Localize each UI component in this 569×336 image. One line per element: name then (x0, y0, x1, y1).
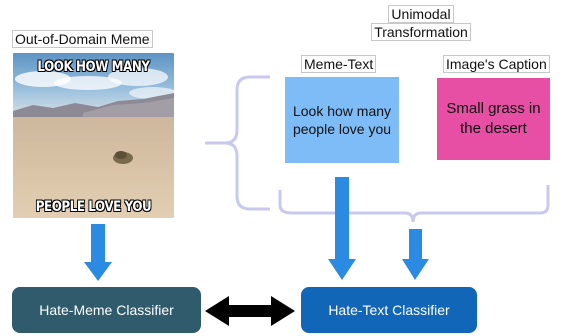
arrow-caption-to-classifier (402, 229, 429, 280)
hate-meme-classifier: Hate-Meme Classifier (12, 287, 201, 333)
meme-top-text: LOOK HOW MANY (37, 59, 150, 75)
bottom-brace (278, 185, 550, 223)
meme-text-card: Look how many people love you (285, 77, 399, 163)
meme-text-heading: Meme-Text (301, 55, 377, 73)
meme-text-card-label: Look how many people love you (292, 103, 392, 137)
hate-text-classifier: Hate-Text Classifier (301, 287, 477, 333)
left-brace (205, 75, 270, 211)
meme-title: Out-of-Domain Meme (12, 30, 153, 48)
double-arrow (205, 296, 295, 326)
caption-card: Small grass in the desert (437, 78, 550, 160)
desert-scene-graphic (13, 53, 174, 218)
transformation-title: Unimodal Transformation (370, 5, 472, 41)
arrow-memetext-to-classifier (328, 177, 356, 280)
caption-card-label: Small grass in the desert (446, 100, 541, 137)
transformation-title-line2: Transformation (371, 23, 471, 41)
arrow-meme-to-classifier (84, 224, 112, 281)
meme-bottom-text: PEOPLE LOVE YOU (35, 199, 152, 215)
caption-heading: Image's Caption (443, 55, 550, 73)
meme-image: LOOK HOW MANY PEOPLE LOVE YOU (13, 53, 174, 218)
